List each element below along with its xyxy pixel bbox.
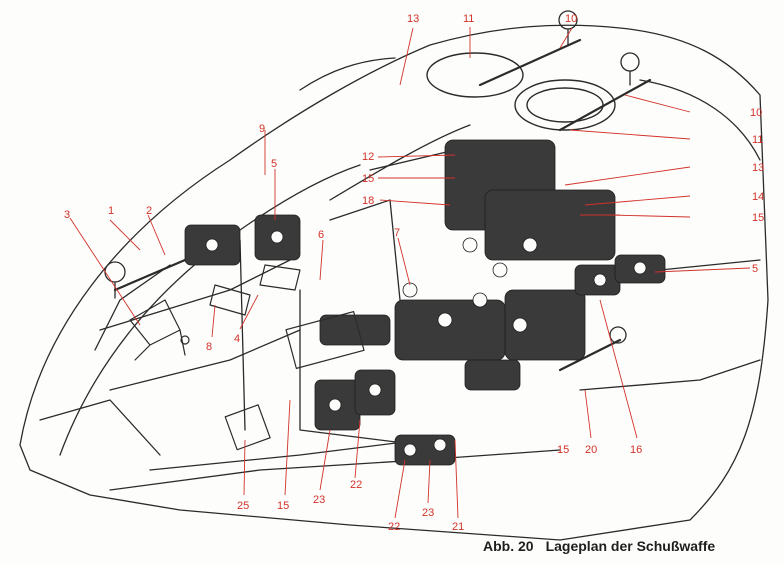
callout-6: 6 xyxy=(318,229,324,241)
callout-25: 25 xyxy=(237,500,249,512)
figure-title: Lageplan der Schußwaffe xyxy=(545,538,716,554)
callout-21: 21 xyxy=(452,521,464,533)
seat-structure xyxy=(129,264,365,451)
callout-15-right: 15 xyxy=(752,212,764,224)
callout-13-top: 13 xyxy=(407,13,419,25)
callout-11-right: 11 xyxy=(752,134,763,146)
callout-22-left: 22 xyxy=(350,479,362,491)
callout-7: 7 xyxy=(394,227,400,239)
callout-22-bottom: 22 xyxy=(388,521,400,533)
figure-number: Abb. 20 xyxy=(483,538,534,554)
dorsal-turret xyxy=(426,52,616,131)
callout-12: 12 xyxy=(362,151,374,163)
ammunition-drums xyxy=(184,139,666,466)
callout-labels: 13 11 10 10 11 12 13 9 15 14 5 18 15 3 1… xyxy=(64,13,764,533)
callout-10-top: 10 xyxy=(565,13,577,25)
callout-20: 20 xyxy=(585,444,597,456)
callout-14: 14 xyxy=(752,191,764,203)
callout-8: 8 xyxy=(206,341,212,353)
callout-15-bottom: 15 xyxy=(277,500,289,512)
callout-18: 18 xyxy=(362,195,374,207)
callout-1: 1 xyxy=(108,205,114,217)
callout-4: 4 xyxy=(234,333,240,345)
figure-caption: Abb. 20 Lageplan der Schußwaffe xyxy=(483,538,727,554)
callout-3: 3 xyxy=(64,209,70,221)
callout-16: 16 xyxy=(630,444,642,456)
fuselage-outline xyxy=(19,24,769,541)
ring-sights xyxy=(104,10,640,344)
callout-10-right: 10 xyxy=(750,107,762,119)
leader-lines xyxy=(69,27,751,519)
callout-13-right: 13 xyxy=(752,162,764,174)
callout-23-left: 23 xyxy=(313,494,325,506)
callout-5-left: 5 xyxy=(271,158,277,170)
callout-15-lower: 15 xyxy=(557,444,569,456)
callout-2: 2 xyxy=(146,205,152,217)
callout-15-upper: 15 xyxy=(362,173,374,185)
callout-5-right: 5 xyxy=(752,263,758,275)
callout-23-bottom: 23 xyxy=(422,507,434,519)
callout-11-top: 11 xyxy=(463,13,474,25)
callout-9: 9 xyxy=(259,123,265,135)
